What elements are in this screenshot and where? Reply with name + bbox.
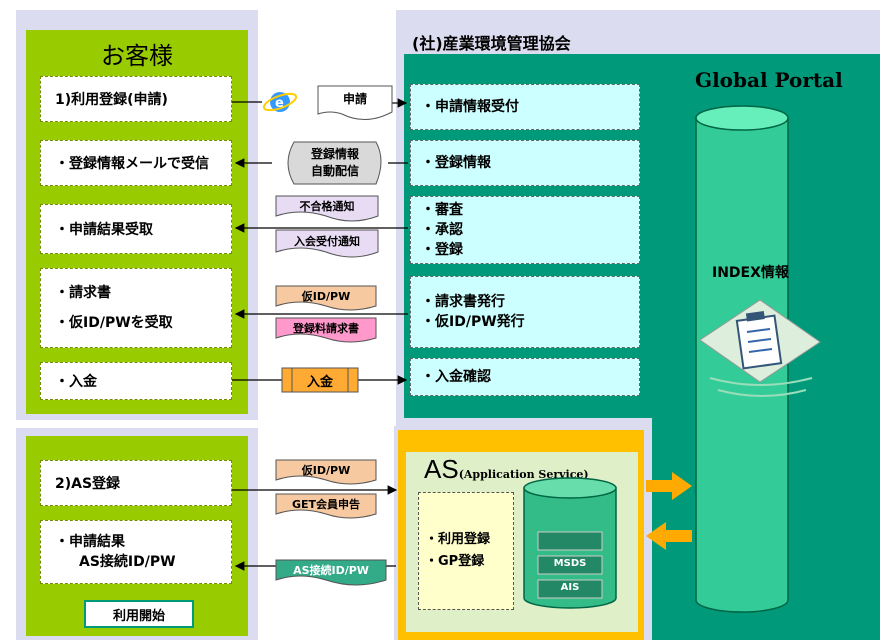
reject-doc-shape bbox=[275, 195, 379, 222]
assoc-invoice-issue: ・請求書発行 ・仮ID/PW発行 bbox=[410, 276, 640, 348]
tempid-label: 仮ID/PW bbox=[301, 290, 351, 303]
assoc-review: ・審査 ・承認 ・登録 bbox=[410, 196, 640, 264]
step-receive-result: ・申請結果受取 bbox=[40, 204, 232, 254]
fee-invoice-label: 登録料請求書 bbox=[293, 322, 359, 335]
step-as-result: ・申請結果 AS接続ID/PW bbox=[40, 520, 232, 584]
assoc-register-info: ・登録情報 bbox=[410, 140, 640, 186]
tempid2-doc-shape bbox=[275, 459, 377, 485]
db-label-msds: MSDS bbox=[553, 558, 587, 569]
payment-shape bbox=[281, 367, 359, 393]
start-use-button[interactable]: 利用開始 bbox=[84, 600, 194, 628]
as-register-box: ・利用登録 ・GP登録 bbox=[418, 492, 514, 610]
browser-icon: e bbox=[262, 92, 298, 112]
as-db-cylinder bbox=[523, 477, 617, 609]
invoice-line: ・請求書 bbox=[55, 285, 111, 301]
step-register-apply: 1)利用登録(申請) bbox=[40, 76, 232, 122]
clipboard-icon bbox=[699, 299, 821, 397]
auto-send-label: 登録情報 自動配信 bbox=[310, 147, 359, 178]
step-payment: ・入金 bbox=[40, 362, 232, 400]
tempid2-label: 仮ID/PW bbox=[301, 464, 351, 477]
as-connect-doc-shape bbox=[275, 559, 387, 586]
as-title-main: AS bbox=[424, 454, 459, 484]
portal-to-as-arrow bbox=[646, 522, 692, 550]
accept-doc-shape bbox=[275, 229, 379, 258]
tempid-doc-shape bbox=[275, 285, 377, 311]
svg-text:e: e bbox=[275, 96, 284, 111]
assoc-receive-apply: ・申請情報受付 bbox=[410, 84, 640, 130]
assoc-payment-confirm: ・入金確認 bbox=[410, 358, 640, 396]
association-title: (社)産業環境管理協会 bbox=[412, 34, 571, 53]
tempid-line: ・仮ID/PWを受取 bbox=[55, 315, 173, 331]
index-info-label: INDEX情報 bbox=[712, 265, 789, 281]
get-member-label: GET会員申告 bbox=[291, 498, 361, 511]
portal-title: Global Portal bbox=[695, 68, 843, 92]
accept-notice-label: 入会受付通知 bbox=[294, 235, 360, 248]
step-invoice-tempid: ・請求書 ・仮ID/PWを受取 bbox=[40, 268, 232, 348]
customer-title: お客様 bbox=[101, 42, 173, 70]
apply-label: 申請 bbox=[342, 92, 367, 106]
get-member-doc-shape bbox=[275, 493, 377, 519]
result-line: ・申請結果 bbox=[55, 534, 125, 550]
as-to-portal-arrow bbox=[646, 472, 692, 500]
reject-notice-label: 不合格通知 bbox=[299, 200, 355, 213]
db-label-ais: AIS bbox=[560, 582, 580, 593]
step-as-register: 2)AS登録 bbox=[40, 460, 232, 506]
step-receive-mail: ・登録情報メールで受信 bbox=[40, 140, 232, 186]
apply-doc-shape bbox=[317, 85, 393, 120]
as-connect-label: AS接続ID/PW bbox=[293, 564, 369, 577]
fee-doc-shape bbox=[275, 317, 377, 343]
as-connect-line: AS接続ID/PW bbox=[79, 554, 176, 570]
auto-send-shape bbox=[287, 141, 382, 185]
payment-label: 入金 bbox=[306, 375, 333, 390]
